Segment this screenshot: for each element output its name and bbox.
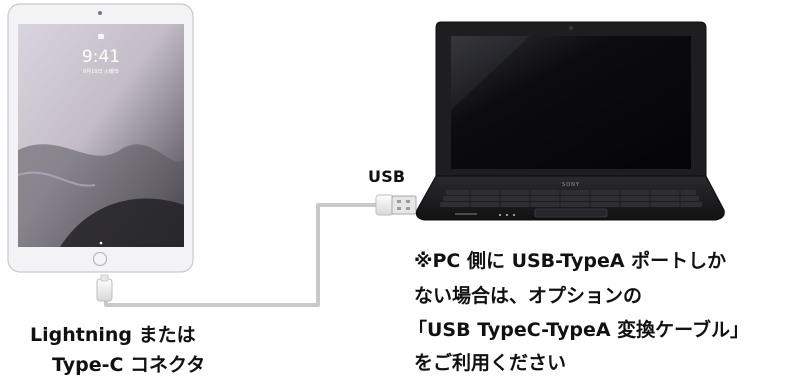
- usb-label: USB: [368, 167, 406, 186]
- lock-icon: [98, 34, 104, 39]
- home-button: [92, 251, 108, 267]
- laptop-brand: SONY: [562, 182, 580, 188]
- laptop-screen: [451, 36, 691, 169]
- lightning-connector: [96, 274, 113, 302]
- note-line2: ない場合は、オプションの: [414, 285, 643, 307]
- laptop-pc: SONY: [415, 21, 725, 221]
- lock-screen-date: 9月10日 火曜日: [83, 69, 119, 75]
- webcam-icon: [569, 26, 573, 30]
- note-line3: 「USB TypeC-TypeA 変換ケーブル」: [408, 319, 750, 341]
- keyboard: [440, 190, 702, 207]
- usb-a-plug: [375, 194, 417, 216]
- note-line1: ※PC 側に USB-TypeA ポートしか: [414, 250, 727, 272]
- touchpad: [534, 208, 608, 218]
- front-camera-icon: [98, 11, 102, 15]
- lock-screen-time: 9:41: [82, 47, 120, 67]
- ipad-tablet: 9:41 9月10日 火曜日: [7, 3, 194, 273]
- usb-cable: [104, 203, 378, 307]
- connector-label-line2: Type-C コネクタ: [52, 354, 206, 376]
- connector-label-line1: Lightning または: [30, 324, 196, 346]
- note-line4: をご利用ください: [414, 352, 567, 374]
